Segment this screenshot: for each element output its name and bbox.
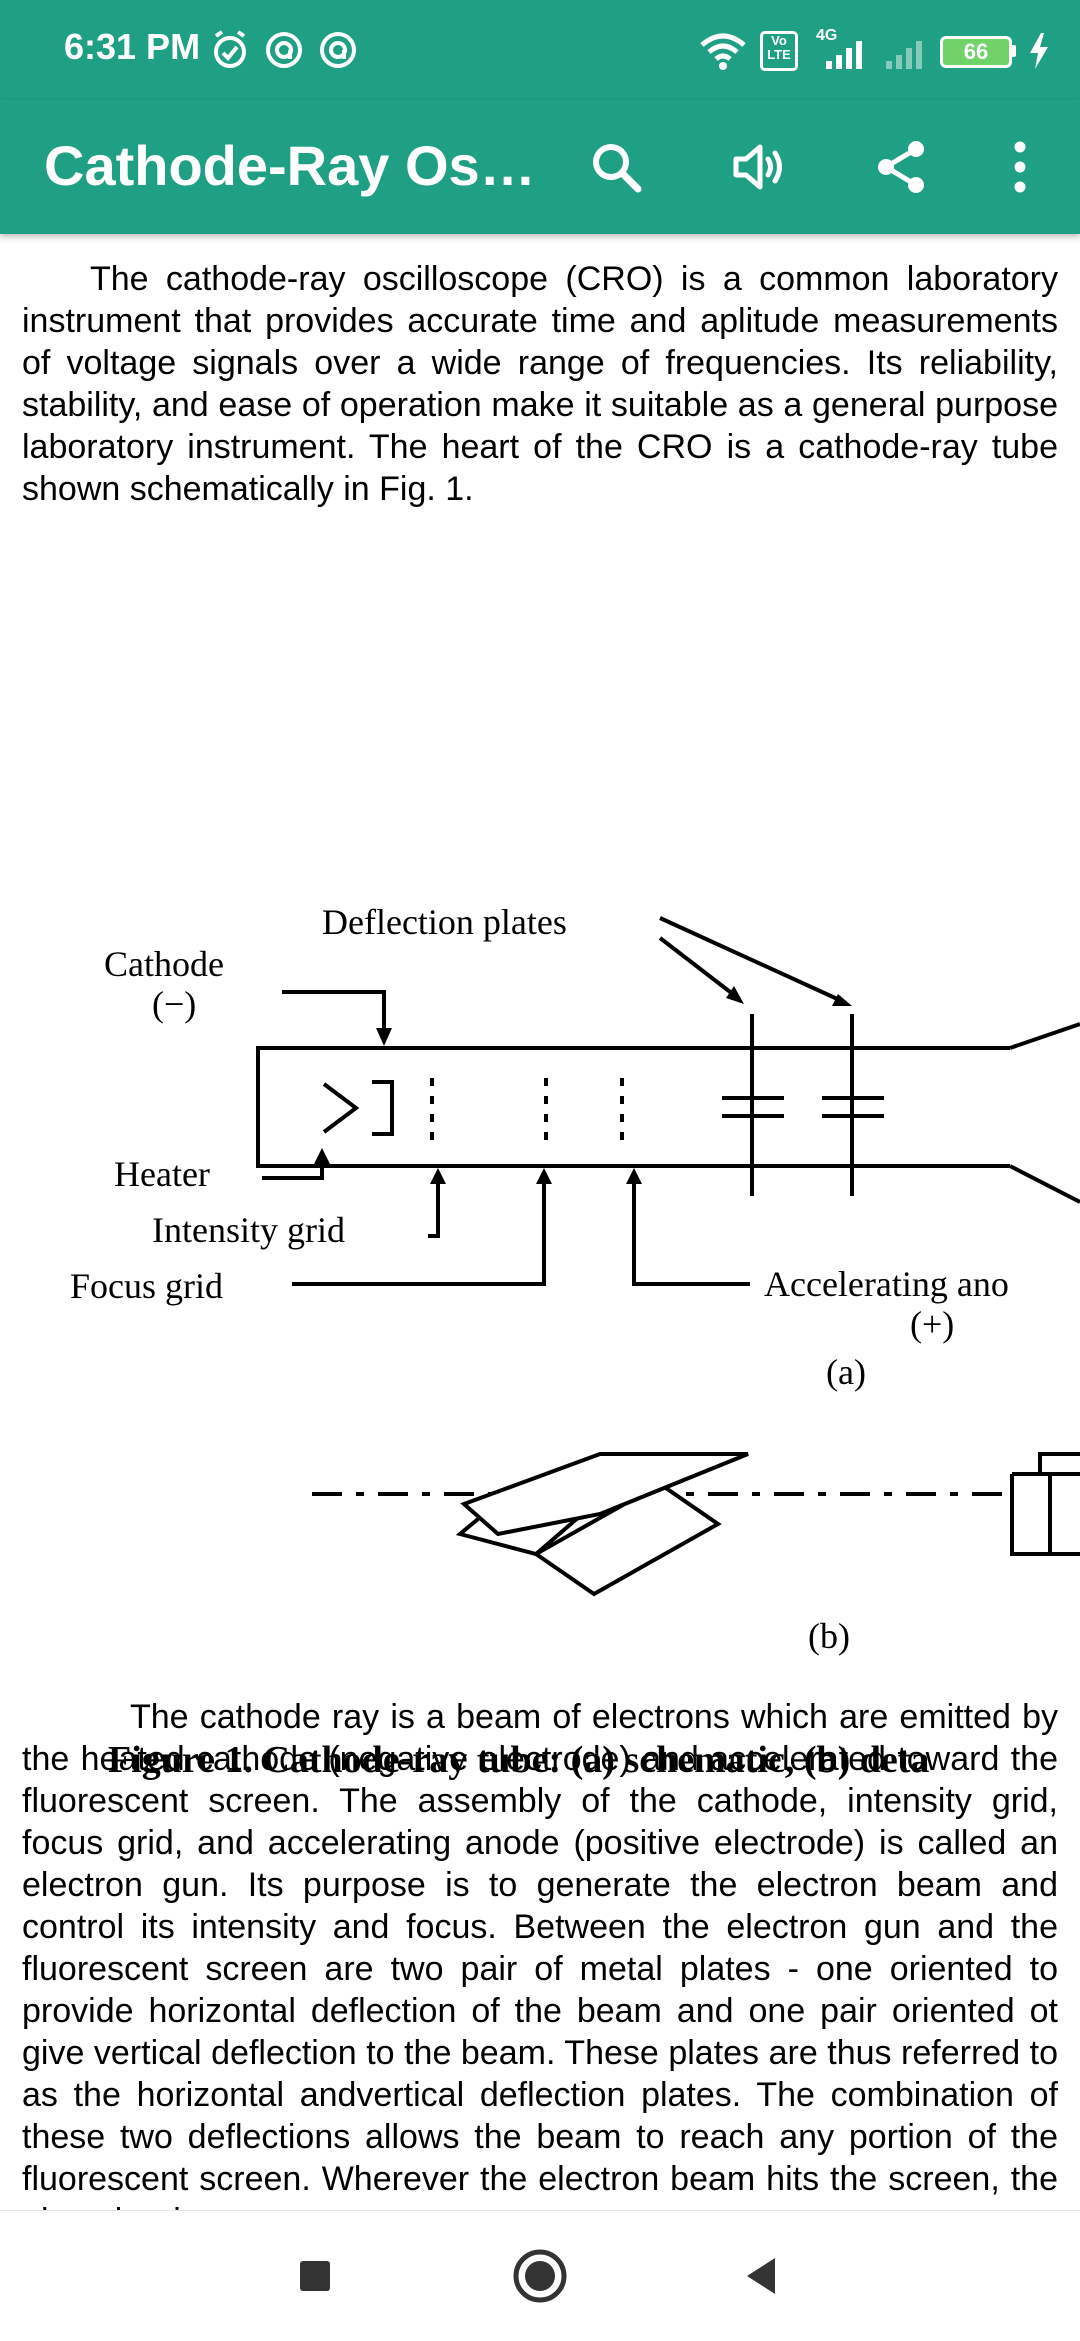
- label-part-a: (a): [826, 1352, 866, 1392]
- home-button[interactable]: [505, 2241, 575, 2311]
- back-icon: [747, 2258, 775, 2294]
- paragraph-cathode-ray: The cathode ray is a beam of electrons w…: [22, 1696, 1058, 2210]
- search-icon: [593, 144, 642, 193]
- figure-cathode-ray-tube: Deflection plates Cathode (−) Heater Int…: [0, 654, 1080, 1784]
- paragraph-intro-text: The cathode-ray oscilloscope (CRO) is a …: [22, 260, 1058, 508]
- label-accelerating-anode: Accelerating ano: [764, 1264, 1009, 1304]
- battery-level: 66: [963, 39, 989, 64]
- label-heater: Heater: [114, 1154, 210, 1194]
- volte-label: Vo LTE: [767, 33, 791, 62]
- speaker-icon: [733, 144, 782, 190]
- recent-apps-icon: [300, 2261, 330, 2291]
- content-area[interactable]: The cathode-ray oscilloscope (CRO) is a …: [0, 234, 1080, 2210]
- more-options-button[interactable]: [980, 127, 1060, 207]
- wifi-icon: [700, 33, 746, 70]
- label-part-b: (b): [808, 1616, 850, 1656]
- paragraph-cathode-ray-text: The cathode ray is a beam of electrons w…: [22, 1698, 1058, 2210]
- volte-icon: Vo LTE: [760, 31, 798, 71]
- signal-4g-icon: 4G: [810, 27, 870, 71]
- figure-caption: Figure 1. Cathode-ray tube: (a) schemati…: [108, 1739, 929, 1781]
- label-deflection-plates: Deflection plates: [322, 902, 567, 942]
- search-button[interactable]: [576, 127, 656, 207]
- network-type: 4G: [816, 27, 838, 44]
- app-bar: Cathode-Ray Oscilloscope: [0, 100, 1080, 234]
- share-button[interactable]: [862, 127, 942, 207]
- battery-icon: 66: [940, 36, 1016, 68]
- text-to-speech-button[interactable]: [720, 127, 800, 207]
- charging-icon: [1030, 33, 1048, 69]
- home-icon: [513, 2249, 567, 2303]
- share-icon: [878, 141, 924, 193]
- label-cathode-sign: (−): [152, 984, 196, 1024]
- paragraph-intro: The cathode-ray oscilloscope (CRO) is a …: [22, 258, 1058, 510]
- cathode-ray-tube-diagram: Deflection plates Cathode (−) Heater Int…: [70, 902, 1080, 1392]
- label-focus-grid: Focus grid: [70, 1266, 223, 1306]
- status-time: 6:31 PM: [64, 26, 201, 67]
- recent-apps-button[interactable]: [280, 2241, 350, 2311]
- label-cathode: Cathode: [104, 944, 224, 984]
- deflection-detail-diagram: (b) Figure 1. Cathode-ray tube: (a) sche…: [108, 1452, 1080, 1781]
- back-button[interactable]: [726, 2241, 796, 2311]
- page-title: Cathode-Ray Oscilloscope: [44, 134, 544, 197]
- status-right-icons: Vo LTE 4G 66: [698, 26, 1050, 76]
- status-left-icons: [210, 28, 358, 72]
- app-notification-icon: [266, 32, 302, 68]
- app-notification-icon: [320, 32, 356, 68]
- alarm-icon: [214, 30, 246, 68]
- label-anode-sign: (+): [910, 1304, 954, 1344]
- navigation-bar: [0, 2210, 1080, 2341]
- status-bar: 6:31 PM Vo LTE 4G: [0, 0, 1080, 100]
- signal-icon: [886, 41, 922, 69]
- more-vert-icon: [1014, 141, 1026, 193]
- label-intensity-grid: Intensity grid: [152, 1210, 345, 1250]
